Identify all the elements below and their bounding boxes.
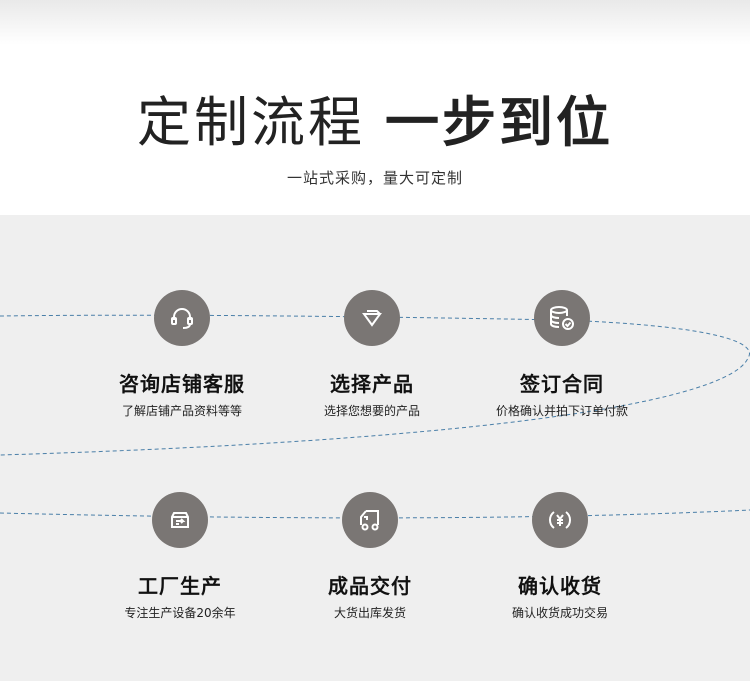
- yen-cycle-icon: [532, 492, 588, 548]
- step-title: 工厂生产: [138, 574, 222, 598]
- step-receipt: 确认收货 确认收货成功交易: [460, 492, 660, 621]
- step-desc: 价格确认并拍下订单付款: [495, 404, 628, 418]
- headset-icon: [154, 290, 210, 346]
- step-production: 工厂生产 专注生产设备20余年: [80, 492, 280, 621]
- step-desc: 了解店铺产品资料等等: [121, 404, 242, 418]
- step-select: 选择产品 选择您想要的产品: [272, 290, 472, 419]
- step-title: 成品交付: [328, 574, 412, 598]
- step-title: 确认收货: [518, 574, 602, 598]
- step-desc: 选择您想要的产品: [323, 404, 420, 418]
- step-title: 选择产品: [330, 372, 414, 396]
- header: 定制流程一步到位 一站式采购，量大可定制: [0, 0, 750, 215]
- step-title: 咨询店铺客服: [119, 372, 245, 396]
- truck-icon: [342, 492, 398, 548]
- diamond-icon: [344, 290, 400, 346]
- subtitle: 一站式采购，量大可定制: [286, 169, 463, 187]
- database-check-icon: [534, 290, 590, 346]
- title-bold: 一步到位: [385, 91, 613, 154]
- step-consult: 咨询店铺客服 了解店铺产品资料等等: [82, 290, 282, 419]
- step-contract: 签订合同 价格确认并拍下订单付款: [462, 290, 662, 419]
- title-light: 定制流程: [137, 91, 365, 154]
- box-arrow-icon: [152, 492, 208, 548]
- step-desc: 专注生产设备20余年: [124, 606, 236, 620]
- step-title: 签订合同: [520, 372, 604, 396]
- step-delivery: 成品交付 大货出库发货: [270, 492, 470, 621]
- page-title: 定制流程一步到位: [0, 78, 750, 157]
- step-desc: 确认收货成功交易: [511, 606, 608, 620]
- step-desc: 大货出库发货: [333, 606, 406, 620]
